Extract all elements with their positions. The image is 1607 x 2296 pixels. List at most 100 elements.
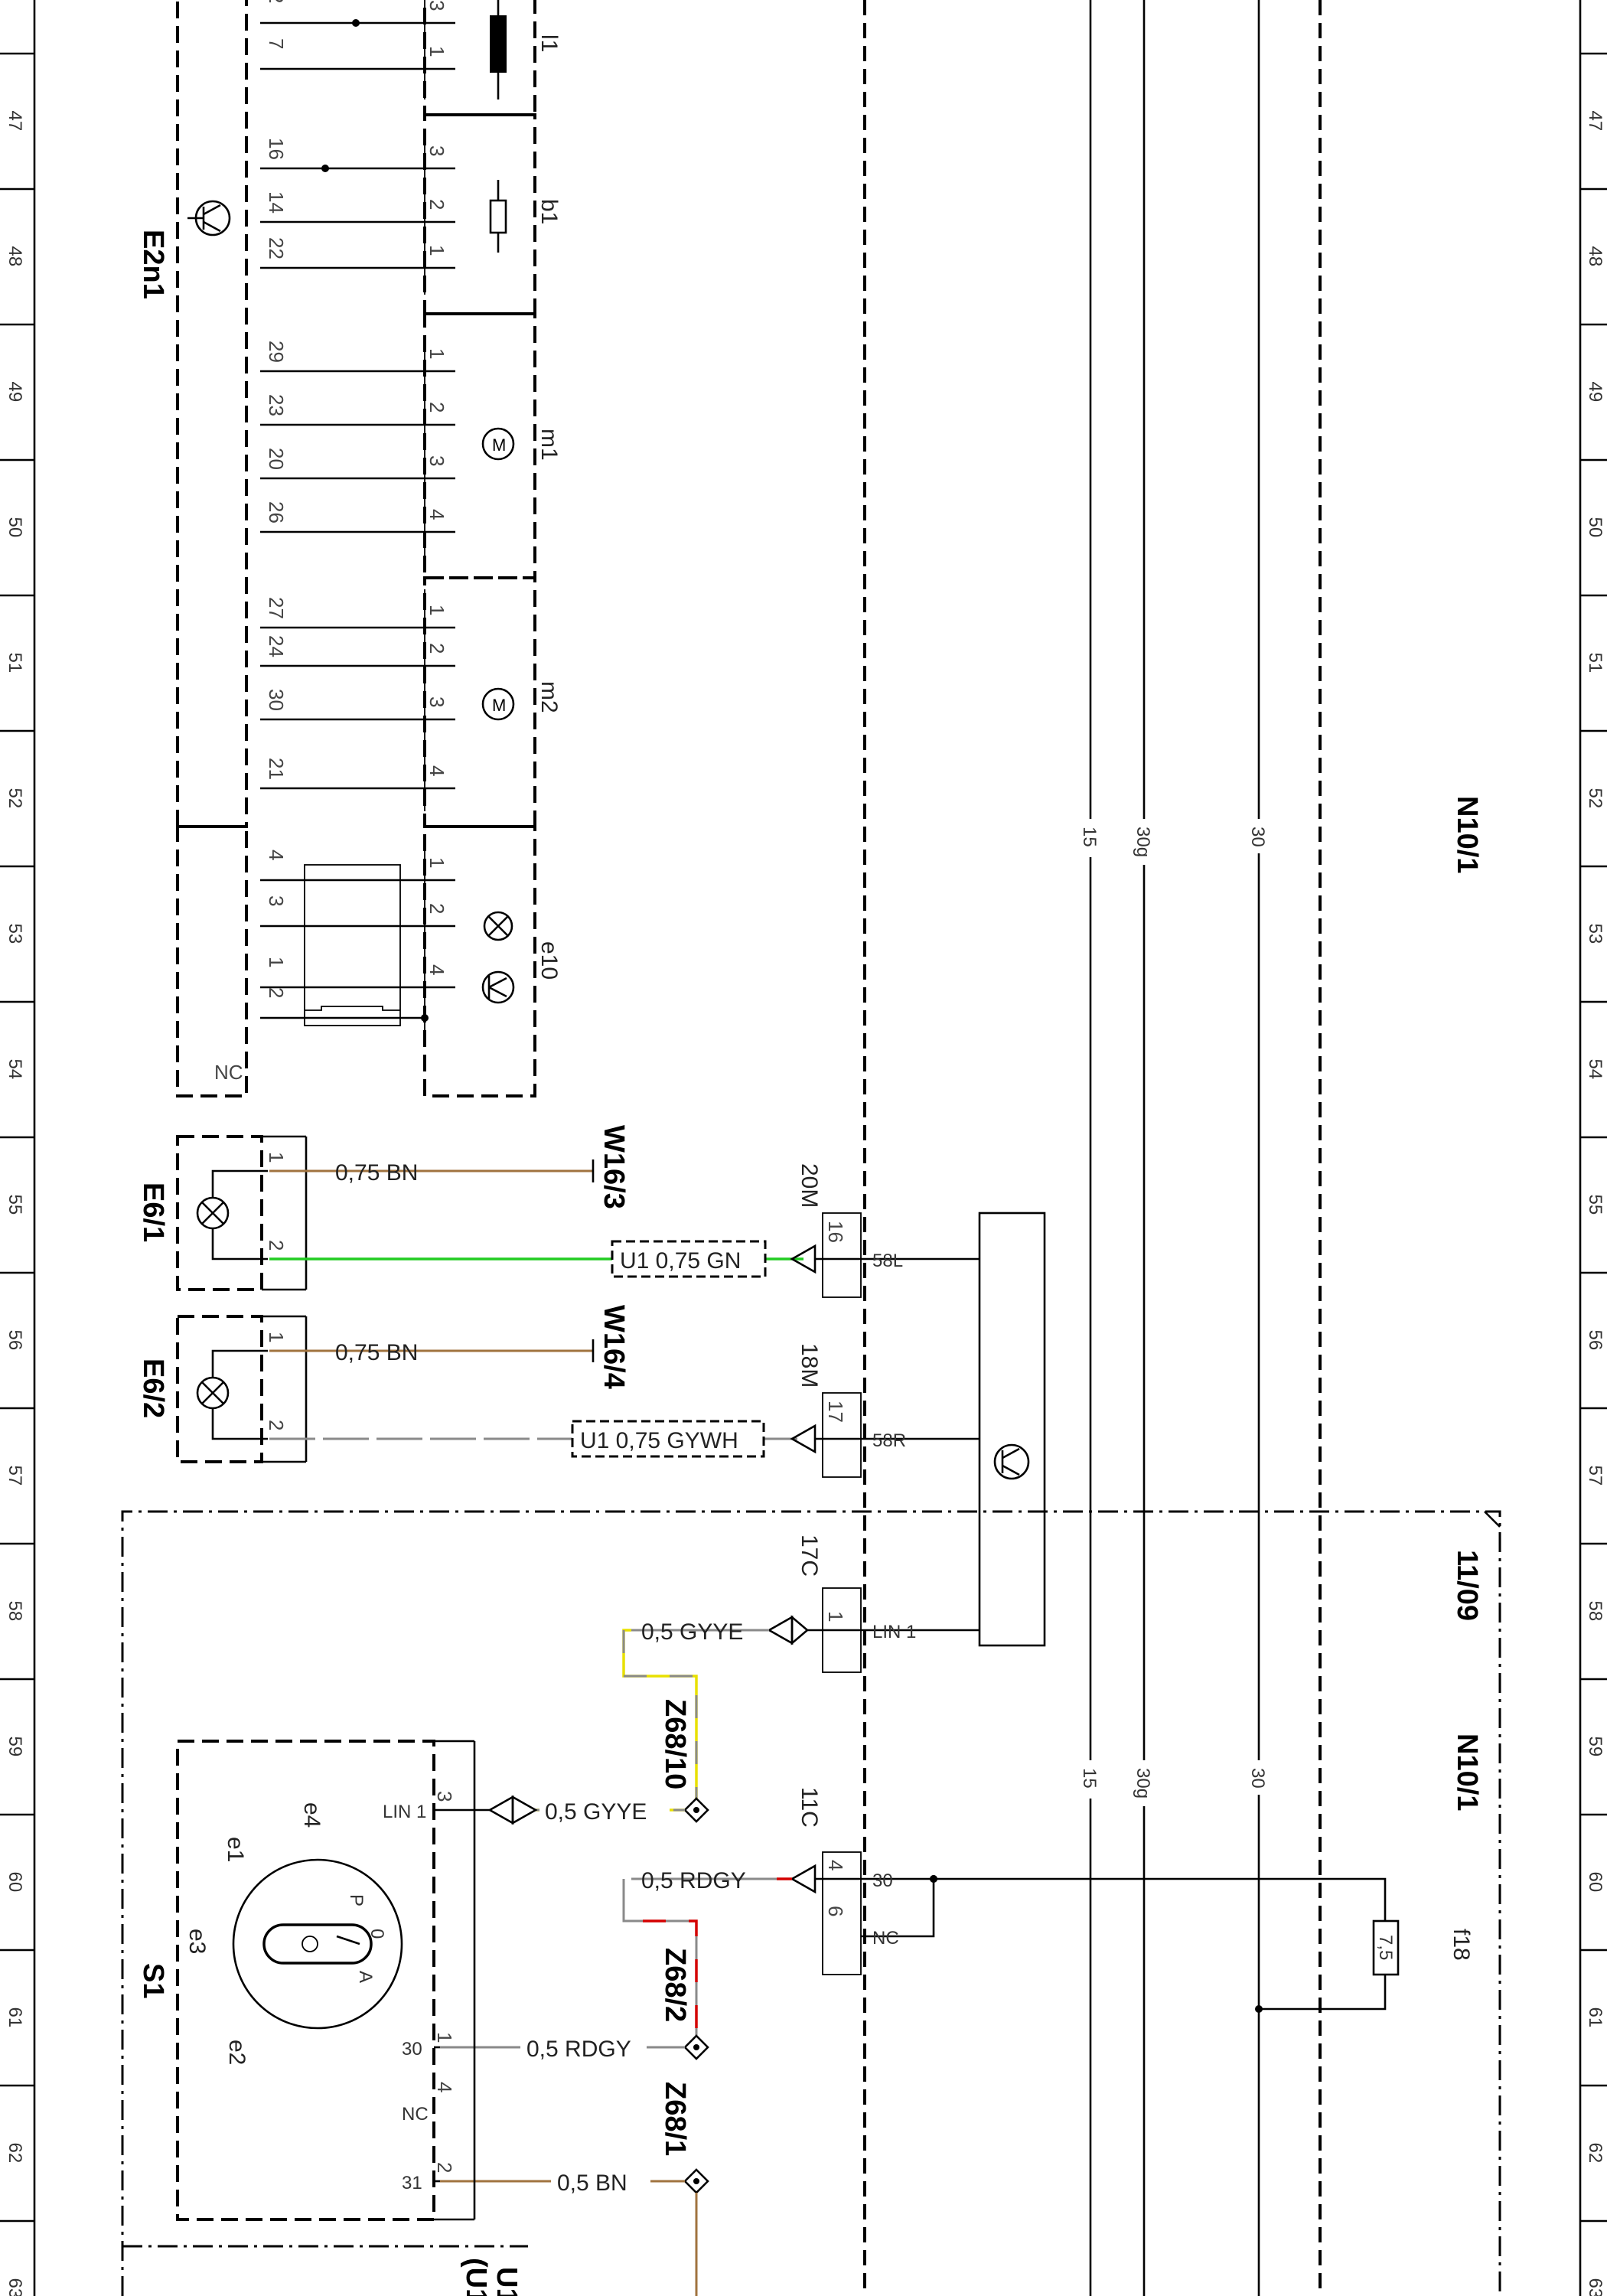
- row-number-left: 62: [5, 2143, 25, 2164]
- rail-30g-b: 30g: [1133, 1768, 1153, 1799]
- row-number-right: 59: [1585, 1737, 1605, 1757]
- s1-pin-31: 31: [402, 2173, 422, 2193]
- svg-text:NC: NC: [214, 1061, 243, 1084]
- row-number-right: 53: [1585, 924, 1605, 944]
- e2n1-pin-m1: 23: [265, 394, 288, 416]
- splice-z68-1: Z68/1: [659, 2082, 691, 2156]
- m2-pin: 2: [425, 643, 448, 654]
- inner-module: [978, 1212, 1046, 1647]
- connector-17c: 17C: [797, 1534, 822, 1577]
- row-number-left: 56: [5, 1330, 25, 1351]
- pin-58r: 58R: [872, 1430, 906, 1451]
- e6-1-pin-2: 2: [265, 1240, 288, 1251]
- row-number-left: 47: [5, 111, 25, 132]
- n10-1-label-a: N10/1: [1451, 796, 1483, 873]
- module-labels: N10/1 N10/1 11/09 U1 (U1: [460, 796, 1483, 2296]
- row-number-left: 48: [5, 246, 25, 267]
- e2n1-pin-m2: 21: [265, 758, 288, 780]
- e6-2-label: E6/2: [137, 1358, 169, 1418]
- row-number-left: 59: [5, 1737, 25, 1757]
- m2-label: m2: [536, 681, 562, 713]
- fixed-pin-numbers: 16 17 1 4 6 3 1 4 2 1 2 1 2: [265, 1152, 847, 2173]
- l1-pin: 1: [425, 46, 448, 57]
- row-number-right: 55: [1585, 1195, 1605, 1215]
- e2n1-pin-e10: 4: [265, 850, 288, 860]
- u1-label: U1: [491, 2267, 523, 2296]
- rail-15-a: 15: [1079, 827, 1100, 847]
- conn-pin-6: 6: [824, 1906, 847, 1916]
- m2-pin: 3: [425, 696, 448, 707]
- e6-2-pin-1: 1: [265, 1332, 288, 1342]
- e6-1-label: E6/1: [137, 1182, 169, 1242]
- wire-w2: U1 0,75 GN: [620, 1248, 741, 1274]
- row-number-right: 57: [1585, 1466, 1605, 1486]
- row-number-left: 55: [5, 1195, 25, 1215]
- s1-num-3: 3: [433, 1791, 456, 1802]
- wire-w1: 0,75 BN: [335, 1160, 418, 1186]
- b1-pin: 2: [425, 199, 448, 210]
- row-number-right: 50: [1585, 517, 1605, 538]
- row-number-left: 54: [5, 1059, 25, 1080]
- conn-pin-17: 17: [824, 1401, 847, 1423]
- module-e2n1: E2n1: [137, 0, 536, 1097]
- wire-w9: 0,5 BN: [557, 2170, 627, 2196]
- e2n1-pin-e10: 2: [265, 987, 288, 998]
- switch-pos-a: A: [355, 1971, 376, 1983]
- e2n1-pin-m2: 27: [265, 597, 288, 619]
- switch-pos-0: 0: [367, 1929, 387, 1939]
- pin-58l: 58L: [872, 1251, 903, 1271]
- e2n1-pin-m2: 24: [265, 635, 288, 657]
- row-number-right: 56: [1585, 1330, 1605, 1351]
- n10-1-label-b: N10/1: [1451, 1733, 1483, 1811]
- row-number-left: 52: [5, 788, 25, 809]
- row-number-right: 58: [1585, 1601, 1605, 1622]
- conn-pin-4: 4: [824, 1860, 847, 1870]
- e2n1-pin-m2: 30: [265, 689, 288, 711]
- row-number-left: 49: [5, 382, 25, 403]
- svg-text:M: M: [492, 435, 506, 455]
- wire-w5: 0,5 GYYE: [641, 1619, 743, 1645]
- conn-pin-16: 16: [824, 1221, 847, 1243]
- rail-30-a: 30: [1247, 827, 1268, 847]
- row-number-right: 63: [1585, 2278, 1605, 2296]
- row-number-right: 51: [1585, 653, 1605, 673]
- rail-30g-a: 30g: [1133, 827, 1153, 857]
- connector-20m: 20M: [797, 1163, 822, 1208]
- switch-s1: 0 A P S1 e4 e1 e3 e2 LIN 1 30 NC 31: [137, 1740, 490, 2221]
- region-borders: [121, 0, 1501, 2296]
- m1-pin: 1: [425, 348, 448, 359]
- connector-11c: 11C: [797, 1787, 822, 1828]
- e2n1-pin-l1: 2: [265, 0, 288, 3]
- ref-11-09: 11/09: [1451, 1550, 1483, 1621]
- e2n1-pin-m1: 20: [265, 448, 288, 470]
- svg-text:M: M: [492, 696, 506, 715]
- pin-30: 30: [872, 1870, 893, 1891]
- e2n1-label: E2n1: [137, 230, 169, 299]
- e10-pin: 4: [425, 964, 448, 975]
- rail-30-b: 30: [1247, 1768, 1268, 1789]
- e10-pin: 1: [425, 857, 448, 868]
- row-number-left: 61: [5, 2007, 25, 2028]
- l1-label: l1: [536, 34, 562, 52]
- m1-pin: 2: [425, 402, 448, 413]
- e2n1-pin-b1: 22: [265, 237, 288, 259]
- row-number-right: 49: [1585, 382, 1605, 403]
- switch-pos-p: P: [346, 1894, 367, 1906]
- e2n1-pin-e10: 1: [265, 957, 288, 967]
- b1-pin: 1: [425, 245, 448, 256]
- row-number-right: 61: [1585, 2007, 1605, 2028]
- row-number-left: 51: [5, 653, 25, 673]
- s1-num-4: 4: [433, 2082, 456, 2092]
- e2n1-pin-b1: 14: [265, 191, 288, 214]
- l1-pin: 3: [425, 0, 448, 11]
- wire-w7: 0,5 RDGY: [641, 1868, 746, 1893]
- component-labels: l1 b1 m1 m2 e10: [536, 34, 562, 980]
- e2n1-pin-m1: 26: [265, 501, 288, 523]
- ground-w16-4: W16/4: [598, 1305, 630, 1389]
- e6-2-pin-2: 2: [265, 1420, 288, 1430]
- row-number-left: 53: [5, 924, 25, 944]
- m1-label: m1: [536, 429, 562, 461]
- m1-pin: 3: [425, 455, 448, 466]
